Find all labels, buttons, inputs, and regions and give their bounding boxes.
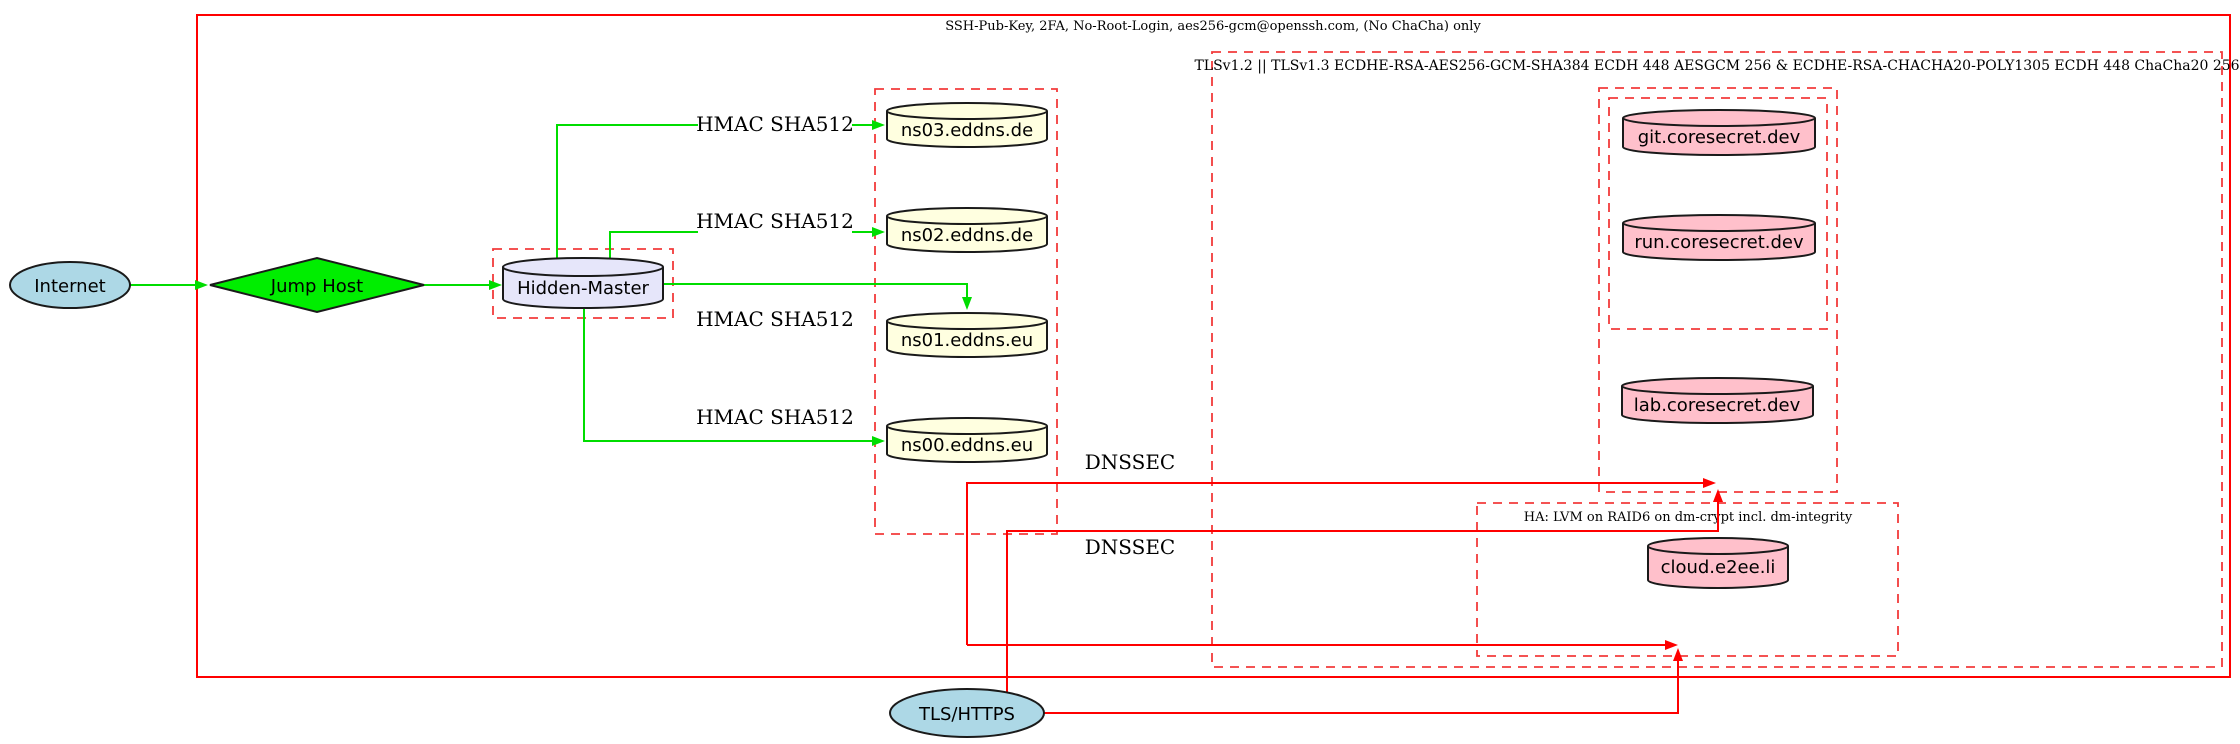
node-cloud-label: cloud.e2ee.li (1661, 557, 1776, 578)
arrowhead-right-icon (872, 120, 885, 130)
cylinder-rim (886, 215, 1048, 225)
cylinder-rim (1621, 385, 1814, 395)
edge-tls-ha-line (1044, 661, 1679, 714)
edge-labels: HMAC SHA512 HMAC SHA512 HMAC SHA512 HMAC… (696, 112, 1176, 559)
arrowhead-right-icon (1665, 640, 1678, 650)
node-ns02: ns02.eddns.de (886, 207, 1048, 253)
node-ns01-label: ns01.eddns.eu (901, 330, 1033, 351)
cloud-cylinder (1647, 537, 1789, 589)
edge-label-dnssec-1: DNSSEC (1085, 450, 1176, 474)
edge-dnssec-a-line (966, 482, 1703, 645)
edge-label-hmac-4: HMAC SHA512 (696, 405, 854, 429)
ns02-cylinder (886, 207, 1048, 253)
cluster-ssh: SSH-Pub-Key, 2FA, No-Root-Login, aes256-… (196, 14, 2231, 678)
edge-label-bg (698, 307, 852, 331)
edge-label-dnssec-2: DNSSEC (1085, 535, 1176, 559)
jump-host-diamond (209, 256, 425, 314)
cluster-ssh-label: SSH-Pub-Key, 2FA, No-Root-Login, aes256-… (945, 19, 1481, 34)
ns03-cylinder (886, 102, 1048, 148)
node-ns03: ns03.eddns.de (886, 102, 1048, 148)
internet-ellipse (9, 261, 131, 309)
edge-label-bg (698, 112, 852, 136)
edge-hiddenmaster-ns03-line (556, 124, 872, 261)
node-tls-https: TLS/HTTPS (889, 688, 1045, 738)
edge-jumphost-hiddenmaster (424, 280, 502, 290)
cluster-dns-border (874, 88, 1058, 535)
node-ns00-label: ns00.eddns.eu (901, 435, 1033, 456)
node-run: run.coresecret.dev (1622, 214, 1816, 261)
arrowhead-up-icon (1673, 648, 1683, 661)
edge-dnssec-a (966, 478, 1716, 650)
node-tls-https-label: TLS/HTTPS (918, 704, 1015, 725)
cluster-tls-label: TLSv1.2 || TLSv1.3 ECDHE-RSA-AES256-GCM-… (1194, 58, 2239, 74)
edge-hiddenmaster-ns01 (663, 283, 972, 310)
edge-label-bg (698, 209, 852, 233)
edge-tls-coresecret-line (1006, 502, 1719, 694)
node-ns02-label: ns02.eddns.de (901, 225, 1033, 246)
arrowhead-right-icon (195, 280, 208, 290)
edge-label-bg (698, 405, 852, 429)
edge-label-hmac-2: HMAC SHA512 (696, 209, 854, 233)
edge-hiddenmaster-ns02-line (609, 231, 872, 261)
edge-internet-jumphost (130, 280, 208, 290)
arrowhead-right-icon (872, 227, 885, 237)
node-run-label: run.coresecret.dev (1634, 232, 1804, 253)
arrowhead-up-icon (1713, 489, 1723, 502)
node-jump-host: Jump Host (209, 256, 425, 314)
node-lab-label: lab.coresecret.dev (1634, 395, 1801, 416)
edge-hiddenmaster-ns01-line (663, 283, 968, 297)
node-hidden-master: Hidden-Master (502, 257, 664, 309)
node-jump-host-label: Jump Host (270, 276, 363, 297)
cylinder-rim (1622, 117, 1816, 127)
edge-hiddenmaster-ns00-line (583, 305, 872, 442)
tls-https-ellipse (889, 688, 1045, 738)
cylinder-rim (886, 425, 1048, 435)
arrowhead-right-icon (1703, 478, 1716, 488)
node-lab: lab.coresecret.dev (1621, 377, 1814, 424)
cylinder-rim (502, 266, 664, 277)
edge-hiddenmaster-ns03 (556, 120, 885, 261)
node-internet: Internet (9, 261, 131, 309)
cluster-ha-border (1476, 502, 1899, 657)
cluster-ssh-border (196, 14, 2231, 678)
arrowhead-right-icon (872, 436, 885, 446)
hidden-master-cylinder (502, 257, 664, 309)
node-ns01: ns01.eddns.eu (886, 312, 1048, 358)
arrowhead-down-icon (962, 297, 972, 310)
edge-label-hmac-1: HMAC SHA512 (696, 112, 854, 136)
lab-cylinder (1621, 377, 1814, 424)
edge-label-bg (1084, 535, 1176, 559)
cluster-ha-label: HA: LVM on RAID6 on dm-crypt incl. dm-in… (1524, 510, 1853, 525)
cylinder-rim (1622, 222, 1816, 232)
cylinder-rim (1647, 545, 1789, 555)
ns01-cylinder (886, 312, 1048, 358)
node-git: git.coresecret.dev (1622, 109, 1816, 156)
node-cloud: cloud.e2ee.li (1647, 537, 1789, 589)
edge-label-hmac-3: HMAC SHA512 (696, 307, 854, 331)
run-cylinder (1622, 214, 1816, 261)
node-ns03-label: ns03.eddns.de (901, 120, 1033, 141)
node-git-label: git.coresecret.dev (1638, 127, 1801, 148)
git-cylinder (1622, 109, 1816, 156)
ns00-cylinder (886, 417, 1048, 463)
node-internet-label: Internet (34, 276, 105, 297)
cylinder-rim (886, 110, 1048, 120)
cylinder-rim (886, 320, 1048, 330)
node-hidden-master-label: Hidden-Master (517, 278, 649, 299)
edge-hiddenmaster-ns00 (583, 305, 885, 446)
cluster-tls: TLSv1.2 || TLSv1.3 ECDHE-RSA-AES256-GCM-… (1194, 51, 2240, 668)
cluster-ha: HA: LVM on RAID6 on dm-crypt incl. dm-in… (1476, 502, 1899, 657)
arrowhead-right-icon (489, 280, 502, 290)
cluster-tls-border (1211, 51, 2223, 668)
edge-tls-ha (1044, 648, 1683, 714)
edge-label-bg (1084, 450, 1176, 474)
edge-tls-coresecret (1006, 489, 1723, 694)
node-ns00: ns00.eddns.eu (886, 417, 1048, 463)
